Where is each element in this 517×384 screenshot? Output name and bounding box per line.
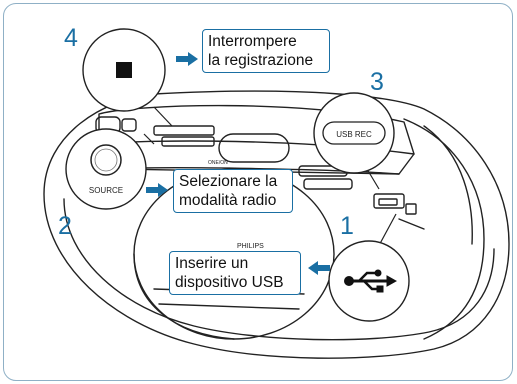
stop-square-icon bbox=[116, 62, 132, 78]
usb-rec-label: USB REC bbox=[336, 130, 372, 139]
callout-line: Interrompere bbox=[208, 33, 297, 50]
source-label: SOURCE bbox=[89, 186, 123, 195]
illustration-frame: SOURCE USB REC PHILIPS ONE/ON 4 3 2 1 bbox=[3, 3, 513, 381]
callout-select-radio: Selezionare la modalità radio bbox=[173, 169, 293, 213]
source-zoom-circle bbox=[65, 128, 147, 210]
callout-line: Selezionare la bbox=[179, 173, 278, 190]
step-number-4: 4 bbox=[64, 24, 78, 52]
step-number-2: 2 bbox=[58, 212, 72, 240]
callout-line: Inserire un bbox=[175, 255, 249, 272]
left-arrow-icon bbox=[308, 261, 330, 275]
step-number-1: 1 bbox=[340, 212, 354, 240]
small-device-label: ONE/ON bbox=[208, 160, 228, 166]
usb-symbol-icon bbox=[344, 269, 398, 293]
right-arrow-icon bbox=[176, 52, 198, 66]
callout-line: la registrazione bbox=[208, 52, 314, 69]
callout-insert-usb: Inserire un dispositivo USB bbox=[169, 251, 301, 295]
callout-line: dispositivo USB bbox=[175, 274, 284, 291]
source-button-icon bbox=[90, 144, 122, 176]
usb-rec-button bbox=[322, 121, 386, 145]
callout-line: modalità radio bbox=[179, 192, 277, 209]
brand-label: PHILIPS bbox=[237, 243, 264, 250]
callout-stop-recording: Interrompere la registrazione bbox=[202, 29, 330, 73]
right-arrow-icon bbox=[146, 183, 168, 197]
step-number-3: 3 bbox=[370, 68, 384, 96]
device-illustration: SOURCE USB REC PHILIPS ONE/ON bbox=[43, 28, 510, 359]
